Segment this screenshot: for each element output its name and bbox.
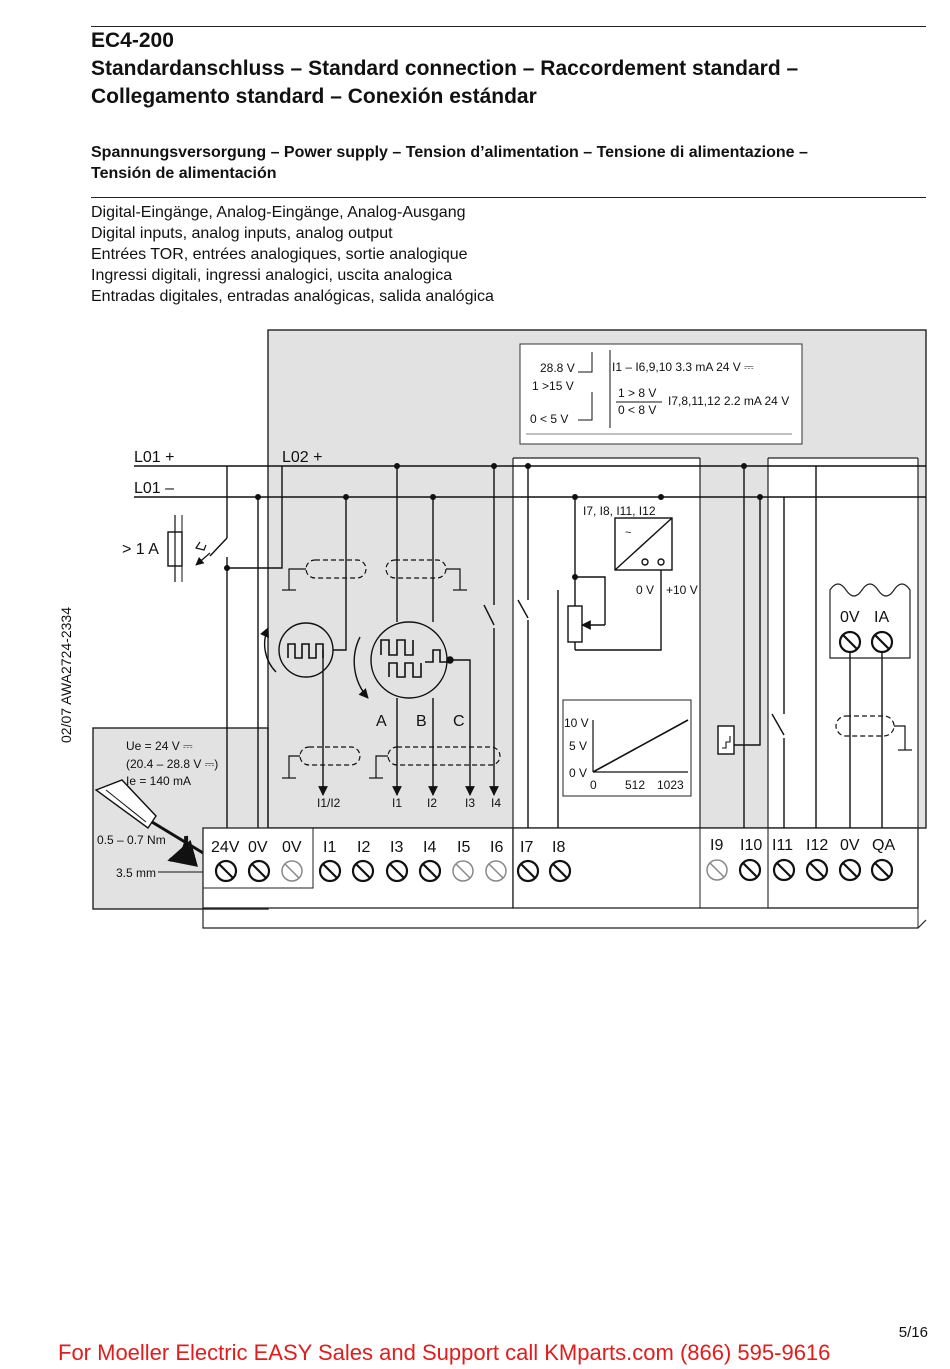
terminal-i3: I3 [390,839,403,856]
graph-x-512: 512 [625,778,645,792]
screwdriver-icon [94,779,219,867]
spec-15v: 1 >15 V [532,379,574,393]
terminal-i4: I4 [423,839,436,856]
analog-ten-label: +10 V [666,583,698,597]
fuse-rating: > 1 A [122,541,159,558]
terminal-i9: I9 [710,837,723,854]
analog-graph: 10 V 5 V 0 V 0 512 1023 [562,699,692,797]
description-line-it: Ingressi digitali, ingressi analogici, u… [91,267,453,284]
page-number: 5/16 [898,1324,928,1341]
top-rule [91,26,926,27]
graph-y-5v: 5 V [569,739,587,753]
model-title: EC4-200 [91,29,174,52]
terminal-24v: 24V [211,839,240,856]
terminal-i8: I8 [552,839,565,856]
terminal-qa: QA [872,837,895,854]
label-l01-minus: L01 – [134,480,174,497]
wave-symbol: ~ [625,527,631,539]
arrow-labels: I1/I2 I1 I2 I3 I4 [317,796,501,810]
terminal-i10: I10 [740,837,762,854]
graph-y-10v: 10 V [564,716,589,730]
incremental-encoder [353,466,475,796]
encoder-a: A [376,713,387,730]
supply-ie: Ie = 140 mA [126,774,191,788]
analog-output-module: 0V IA [829,583,911,828]
power-supply-heading-2: Tensión de alimentación [91,165,277,182]
output-0v-label: 0V [840,609,860,626]
terminal-i5: I5 [457,839,470,856]
label-l01-plus: L01 + [134,449,174,466]
arrow-label-i3: I3 [465,796,475,810]
terminal-0v-2: 0V [282,839,302,856]
junction-dots [224,463,763,580]
spec-5v: 0 < 5 V [530,412,568,426]
single-encoder [259,497,347,796]
spec-8v-low: 0 < 8 V [618,403,656,417]
terminal-i2: I2 [357,839,370,856]
analog-zero-label: 0 V [636,583,654,597]
description-line-de: Digital-Eingänge, Analog-Eingänge, Analo… [91,204,466,221]
i9-i12-section [717,466,817,828]
terminal-i7: I7 [520,839,533,856]
arrow-label-i1: I1 [392,796,402,810]
shield-cables [282,559,912,779]
section-rule [91,197,926,198]
spec-inputs-a: I1 – I6,9,10 3.3 mA 24 V ⎓ [612,360,754,374]
supply-range: (20.4 – 28.8 V ⎓) [126,757,218,771]
analog-input-label: I7, I8, I11, I12 [583,504,656,518]
supply-ue: Ue = 24 V ⎓ [126,739,193,753]
output-ia-label: IA [874,609,889,626]
supply-rails [134,465,926,828]
supply-spec-box: Ue = 24 V ⎓ (20.4 – 28.8 V ⎓) Ie = 140 m… [94,739,219,880]
terminal-i12: I12 [806,837,828,854]
i4-switch [483,466,499,796]
description-line-es: Entradas digitales, entradas analógicas,… [91,288,494,305]
arrow-label-i4: I4 [491,796,501,810]
screw-torque: 0.5 – 0.7 Nm [97,833,166,847]
arrow-label-i2: I2 [427,796,437,810]
graph-y-0v: 0 V [569,766,587,780]
arrow-label-i1-i2: I1/I2 [317,796,341,810]
description-line-en: Digital inputs, analog inputs, analog ou… [91,225,393,242]
power-supply-heading-1: Spannungsversorgung – Power supply – Ten… [91,144,808,161]
title-line-2: Collegamento standard – Conexión estánda… [91,85,537,108]
terminal-0v-1: 0V [248,839,268,856]
analog-section [517,466,673,828]
spec-28v: 28.8 V [540,361,575,375]
terminal-labels: 24V 0V 0V I1 I2 I3 I4 I5 I6 I7 I8 I9 I10… [211,837,895,856]
spec-inputs-b: I7,8,11,12 2.2 mA 24 V [668,394,789,408]
encoder-c: C [453,713,465,730]
title-line-1: Standardanschluss – Standard connection … [91,57,799,80]
terminal-i6: I6 [490,839,503,856]
blade-width: 3.5 mm [116,866,156,880]
description-line-fr: Entrées TOR, entrées analogiques, sortie… [91,246,468,263]
terminal-i11: I11 [772,837,793,854]
graph-x-1023: 1023 [657,778,684,792]
terminal-i1: I1 [323,839,336,856]
graph-x-0: 0 [590,778,597,792]
terminal-0v-3: 0V [840,837,860,854]
label-l02-plus: L02 + [282,449,322,466]
encoder-b: B [416,713,427,730]
input-spec-box: 28.8 V 1 >15 V 0 < 5 V I1 – I6,9,10 3.3 … [519,343,803,445]
fuse-symbol [167,515,228,582]
footer-banner: For Moeller Electric EASY Sales and Supp… [58,1340,831,1365]
spec-8v-high: 1 > 8 V [618,386,656,400]
